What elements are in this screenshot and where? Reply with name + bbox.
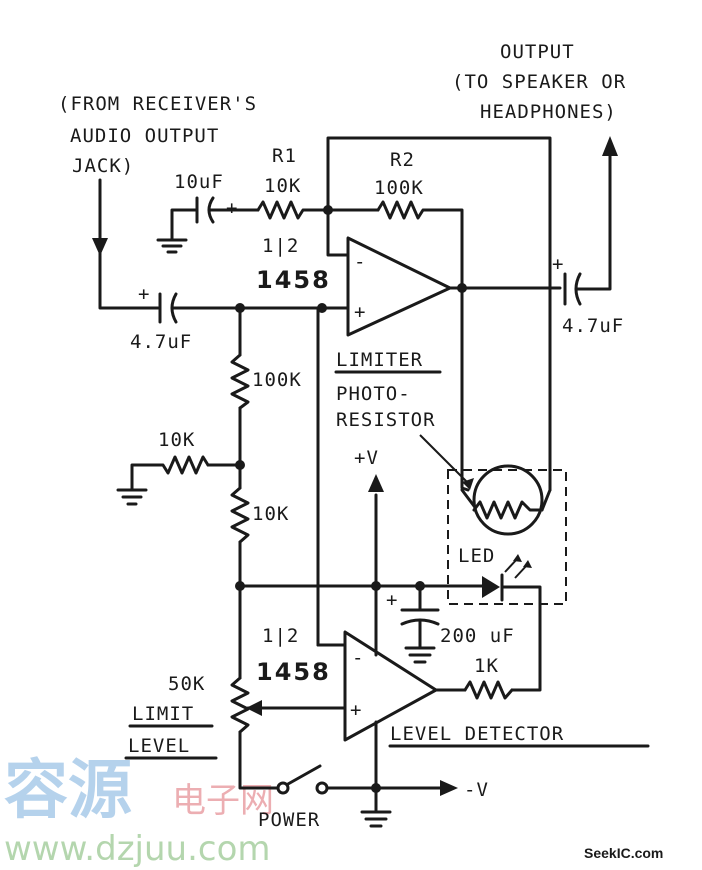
- feedback-input-network: [156, 196, 464, 290]
- input-capacitor-4-7uf: [158, 292, 242, 324]
- limit-level-pot: [230, 584, 280, 790]
- r-10k-left-label: 10K: [158, 429, 195, 451]
- limiter-op-amp: [235, 205, 562, 337]
- power-switch: [276, 764, 458, 828]
- output-label-2: (TO SPEAKER OR: [452, 71, 626, 93]
- r-100k-label: 100K: [252, 369, 302, 391]
- photoresistor: [419, 434, 567, 605]
- output-label-1: OUTPUT: [500, 41, 575, 63]
- input-note-line-3: JACK): [72, 155, 134, 177]
- level-detector-op-amp: [246, 584, 514, 812]
- photoresistor-label-2: RESISTOR: [336, 409, 436, 431]
- output-label-3: HEADPHONES): [480, 101, 617, 123]
- photoresistor-loop: [326, 136, 552, 492]
- r-10k-lower-label: 10K: [252, 503, 289, 525]
- cap-200uf-label: 200 uF: [440, 625, 515, 647]
- r-1k-label: 1K: [474, 655, 499, 677]
- power-label: POWER: [258, 809, 320, 831]
- pot-name-2: LEVEL: [128, 735, 190, 757]
- r1-value: 10K: [264, 175, 301, 197]
- pot-value-label: 50K: [168, 673, 205, 695]
- photoresistor-label-1: PHOTO-: [336, 383, 411, 405]
- ic2-part-label: 1458: [256, 658, 331, 686]
- input-arrow: [92, 178, 160, 310]
- limiter-plus: +: [354, 301, 366, 323]
- level-detector-label: LEVEL DETECTOR: [390, 723, 564, 745]
- input-note-line-2: AUDIO OUTPUT: [70, 125, 219, 147]
- detector-minus: -: [352, 647, 364, 669]
- plus-v-label: +V: [354, 447, 379, 469]
- bias-divider: [116, 306, 250, 588]
- led: [460, 554, 542, 692]
- output-capacitor-4-7uf: [563, 136, 618, 306]
- ic1-part-label: 1458: [256, 266, 331, 294]
- r2-value: 100K: [374, 177, 424, 199]
- minus-v-label: -V: [464, 779, 489, 801]
- led-label: LED: [458, 545, 495, 567]
- cap-4-7-plus: +: [138, 283, 150, 305]
- pot-name-1: LIMIT: [132, 703, 194, 725]
- cap-4-7uf-input-label: 4.7uF: [130, 331, 192, 353]
- r1-name: R1: [272, 145, 297, 167]
- cap-4-7uf-output-label: 4.7uF: [562, 315, 624, 337]
- limiter-minus: -: [354, 251, 366, 273]
- ic1-half-label: 1|2: [262, 235, 299, 257]
- cap-out-plus: +: [552, 253, 564, 275]
- ic2-half-label: 1|2: [262, 625, 299, 647]
- cap-200-plus: +: [386, 589, 398, 611]
- limiter-label: LIMITER: [336, 349, 423, 371]
- detector-plus: +: [350, 699, 362, 721]
- watermark-url: www.dzjuu.com: [4, 829, 271, 869]
- cap-10uf-label: 10uF: [174, 171, 224, 193]
- input-note-line-1: (FROM RECEIVER'S: [58, 93, 257, 115]
- watermark-chinese: 容源: [4, 754, 132, 828]
- supply-rail: [235, 306, 464, 664]
- cap-plus-sign: +: [226, 197, 238, 219]
- r2-name: R2: [390, 149, 415, 171]
- seekic-credit: SeekIC.com: [584, 845, 663, 861]
